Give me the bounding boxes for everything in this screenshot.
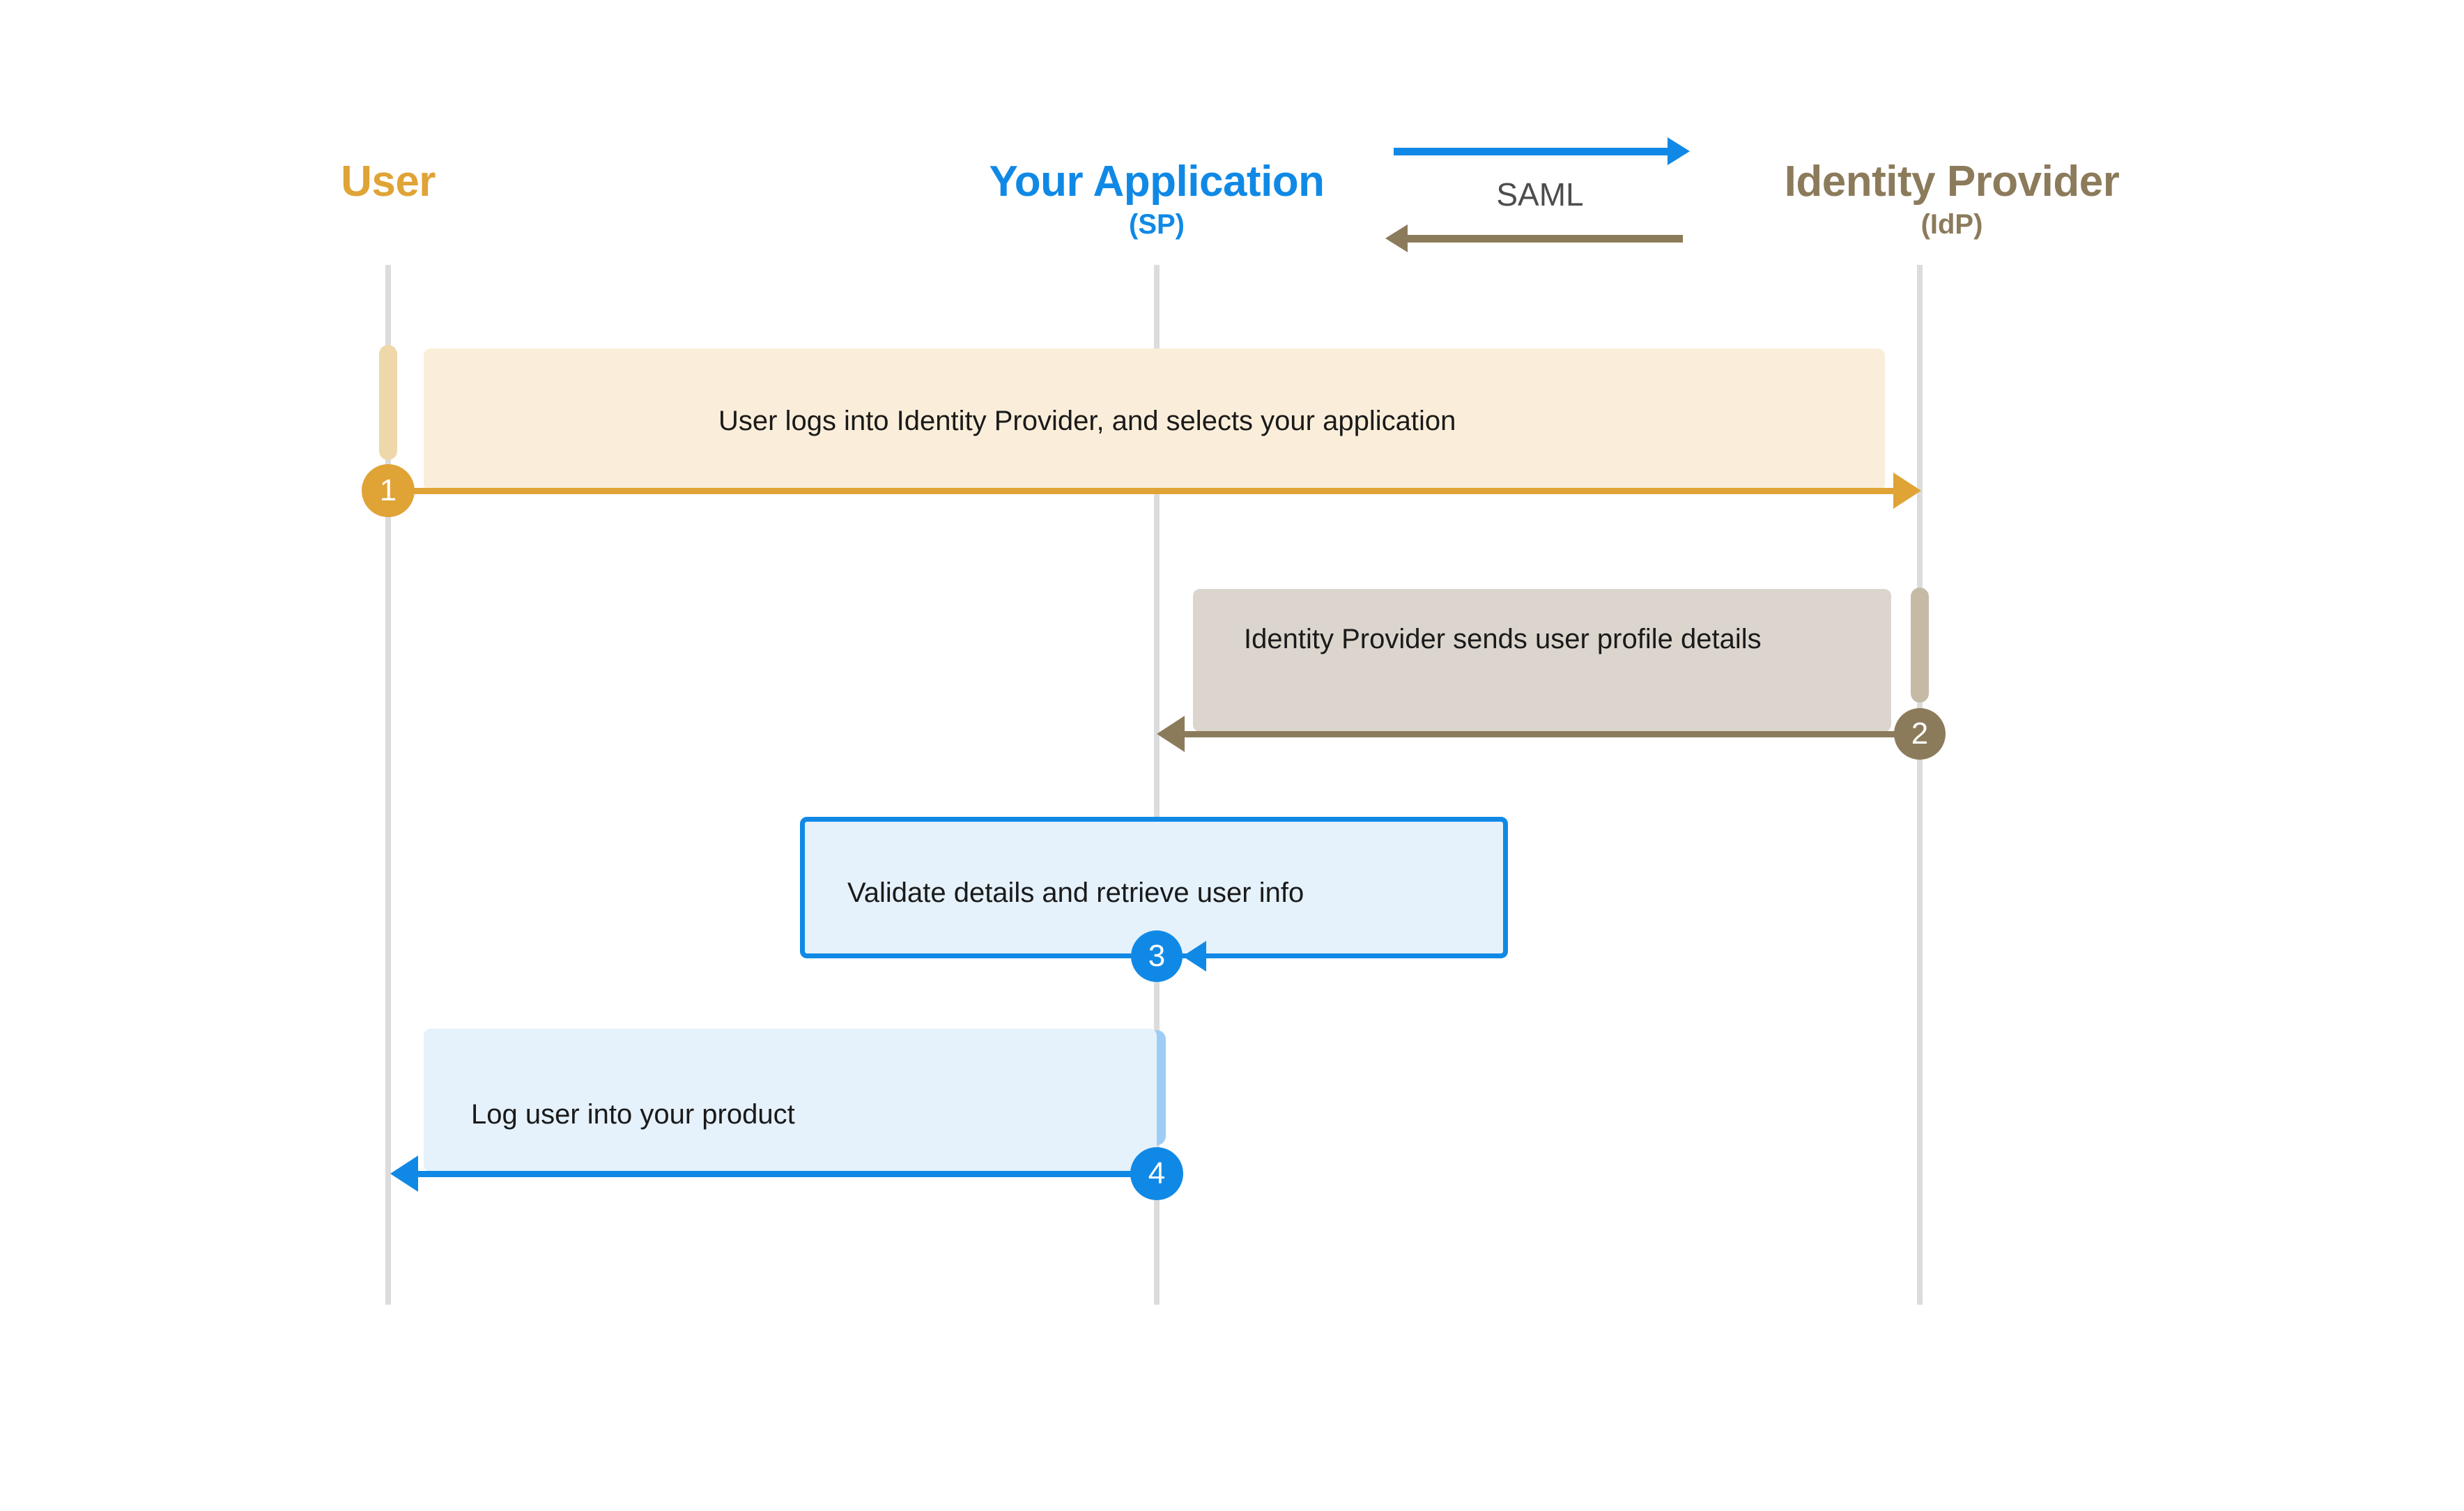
saml-response-arrow-head-icon	[1385, 224, 1408, 252]
lifeline-user	[385, 265, 391, 1305]
actor-subtitle-identity-provider: (IdP)	[1920, 209, 1983, 240]
arrow-line-step-2	[1185, 731, 1920, 737]
actor-subtitle-service-provider: (SP)	[1128, 209, 1185, 240]
actor-title-user: User	[341, 158, 436, 206]
note-text-step-1: User logs into Identity Provider, and se…	[718, 406, 1456, 436]
arrow-head-step-4-icon	[390, 1156, 418, 1192]
note-text-step-2: Identity Provider sends user profile det…	[1244, 624, 1762, 654]
saml-request-arrow-head-icon	[1668, 137, 1690, 165]
saml-request-arrow-line	[1394, 148, 1669, 155]
note-step-4	[424, 1029, 1157, 1172]
step-badge-1[interactable]: 1	[362, 464, 415, 517]
activation-bar-user-step1	[379, 345, 397, 460]
step-badge-3[interactable]: 3	[1131, 930, 1183, 982]
arrow-head-step-3-icon	[1183, 941, 1206, 972]
note-text-step-3: Validate details and retrieve user info	[847, 877, 1304, 908]
actor-header-service-provider: Your Application (SP)	[989, 158, 1325, 240]
saml-protocol-label: SAML	[1496, 176, 1584, 213]
activation-bar-identity-provider-step2	[1911, 588, 1929, 703]
actor-header-identity-provider: Identity Provider (IdP)	[1785, 159, 2120, 240]
actor-header-user: User	[341, 159, 436, 204]
lifeline-identity-provider	[1917, 265, 1923, 1305]
arrow-head-step-2-icon	[1157, 716, 1185, 752]
note-step-1	[424, 348, 1885, 491]
lifeline-service-provider	[1154, 265, 1160, 1305]
actor-title-service-provider: Your Application	[989, 158, 1325, 206]
arrow-line-step-1	[388, 488, 1893, 494]
note-text-step-4: Log user into your product	[471, 1099, 795, 1130]
step-badge-2[interactable]: 2	[1894, 708, 1946, 760]
arrow-head-step-1-icon	[1893, 473, 1921, 509]
note-step-2	[1193, 589, 1891, 732]
arrow-line-step-4	[418, 1171, 1157, 1177]
saml-response-arrow-line	[1408, 235, 1683, 243]
step-badge-4[interactable]: 4	[1130, 1147, 1183, 1200]
actor-title-identity-provider: Identity Provider	[1784, 158, 2120, 206]
